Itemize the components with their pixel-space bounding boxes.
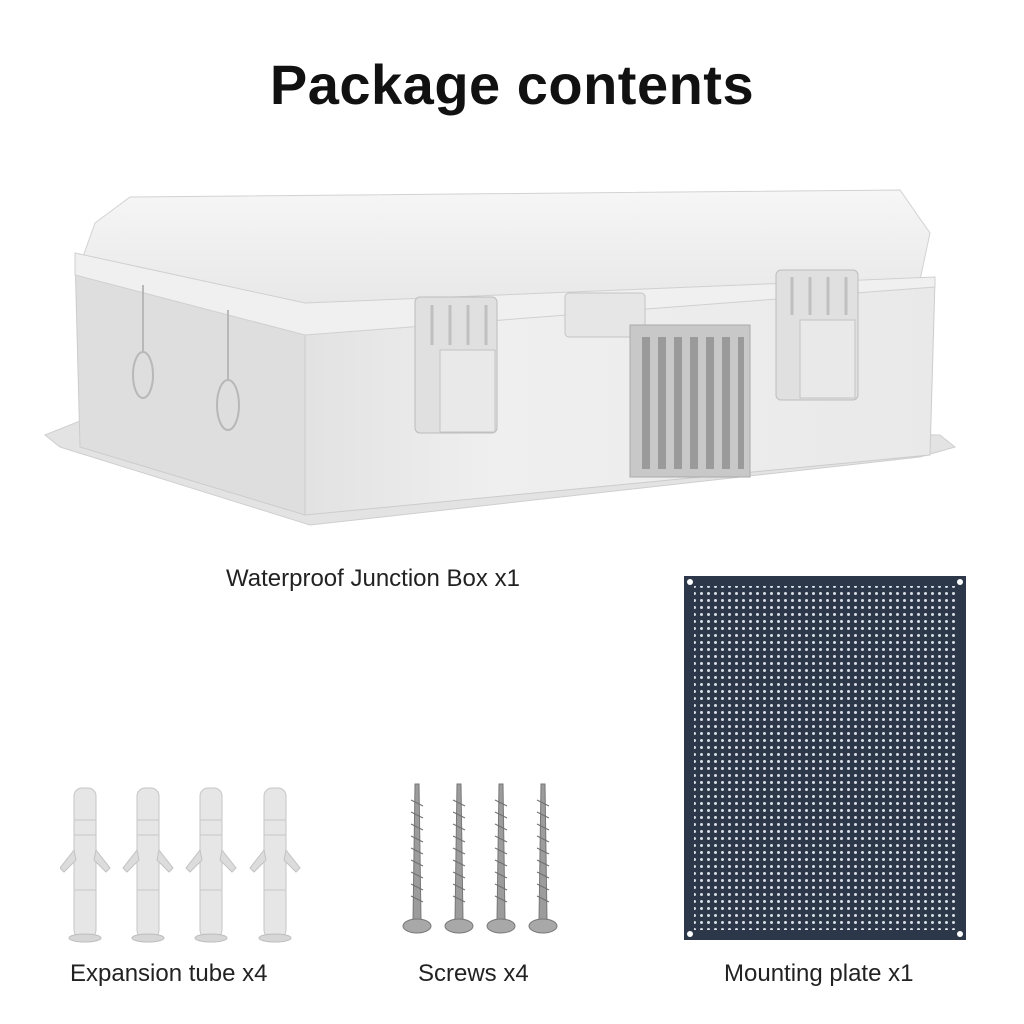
screw bbox=[486, 783, 516, 934]
junction-box-image bbox=[44, 189, 957, 526]
page-title: Package contents bbox=[269, 53, 755, 116]
expansion-tube bbox=[185, 787, 237, 943]
expansion-tube bbox=[60, 787, 111, 943]
hasp bbox=[564, 292, 646, 338]
junction-box-caption: Waterproof Junction Box x1 bbox=[226, 565, 520, 592]
screws-image bbox=[402, 783, 558, 934]
latch-right bbox=[775, 269, 859, 401]
mounting-plate-image bbox=[684, 576, 966, 940]
expansion-tube bbox=[122, 787, 174, 943]
latch-left bbox=[414, 296, 498, 434]
vent-grille bbox=[629, 324, 751, 478]
screw bbox=[528, 783, 558, 934]
screw bbox=[402, 783, 432, 934]
expansion-tube bbox=[249, 787, 301, 943]
screw bbox=[444, 783, 474, 934]
screws-caption: Screws x4 bbox=[418, 960, 529, 987]
expansion-tube-image bbox=[60, 787, 301, 943]
expansion-tube-caption: Expansion tube x4 bbox=[70, 960, 268, 987]
mounting-plate-caption: Mounting plate x1 bbox=[724, 960, 914, 987]
